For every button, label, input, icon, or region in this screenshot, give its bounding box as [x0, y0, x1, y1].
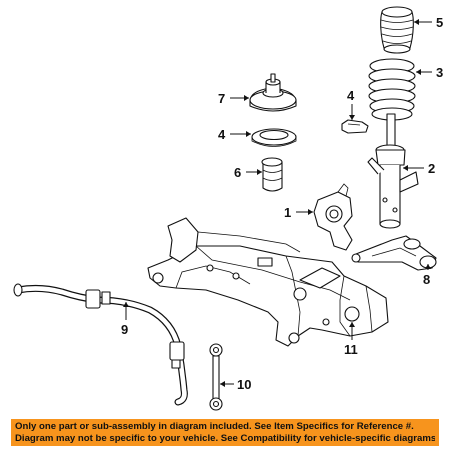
part-lower-control-arm	[351, 235, 437, 271]
part-dust-boot	[380, 6, 414, 54]
callout-10: 10	[237, 377, 251, 392]
part-stabilizer-link	[209, 343, 223, 411]
callout-1: 1	[284, 205, 291, 220]
callout-4-insulator: 4	[347, 88, 355, 103]
callout-8: 8	[423, 272, 430, 287]
part-bump-stop	[261, 157, 283, 192]
notice-banner: Only one part or sub-assembly in diagram…	[11, 419, 439, 446]
notice-line-2: Diagram may not be specific to your vehi…	[15, 432, 435, 444]
notice-line-1: Only one part or sub-assembly in diagram…	[15, 421, 414, 432]
callout-11: 11	[344, 342, 358, 357]
part-steering-knuckle	[313, 183, 353, 251]
callout-5: 5	[436, 15, 443, 30]
part-strut-mount	[249, 73, 297, 112]
part-bearing-ring	[251, 128, 297, 147]
callout-6: 6	[234, 165, 241, 180]
callout-3: 3	[436, 65, 443, 80]
part-stabilizer-bar	[13, 283, 188, 406]
callout-leaders	[123, 19, 432, 387]
part-coil-spring	[368, 58, 416, 121]
part-strut-assembly	[367, 113, 419, 229]
callout-4-bearing: 4	[218, 127, 226, 142]
callout-9: 9	[121, 322, 128, 337]
part-spring-insulator	[341, 119, 369, 134]
callout-2: 2	[428, 161, 435, 176]
callout-7: 7	[218, 91, 225, 106]
part-subframe	[147, 217, 389, 347]
suspension-parts-diagram: 5 3 7 4 4 6 2 1 8 9 11 10	[13, 6, 443, 411]
